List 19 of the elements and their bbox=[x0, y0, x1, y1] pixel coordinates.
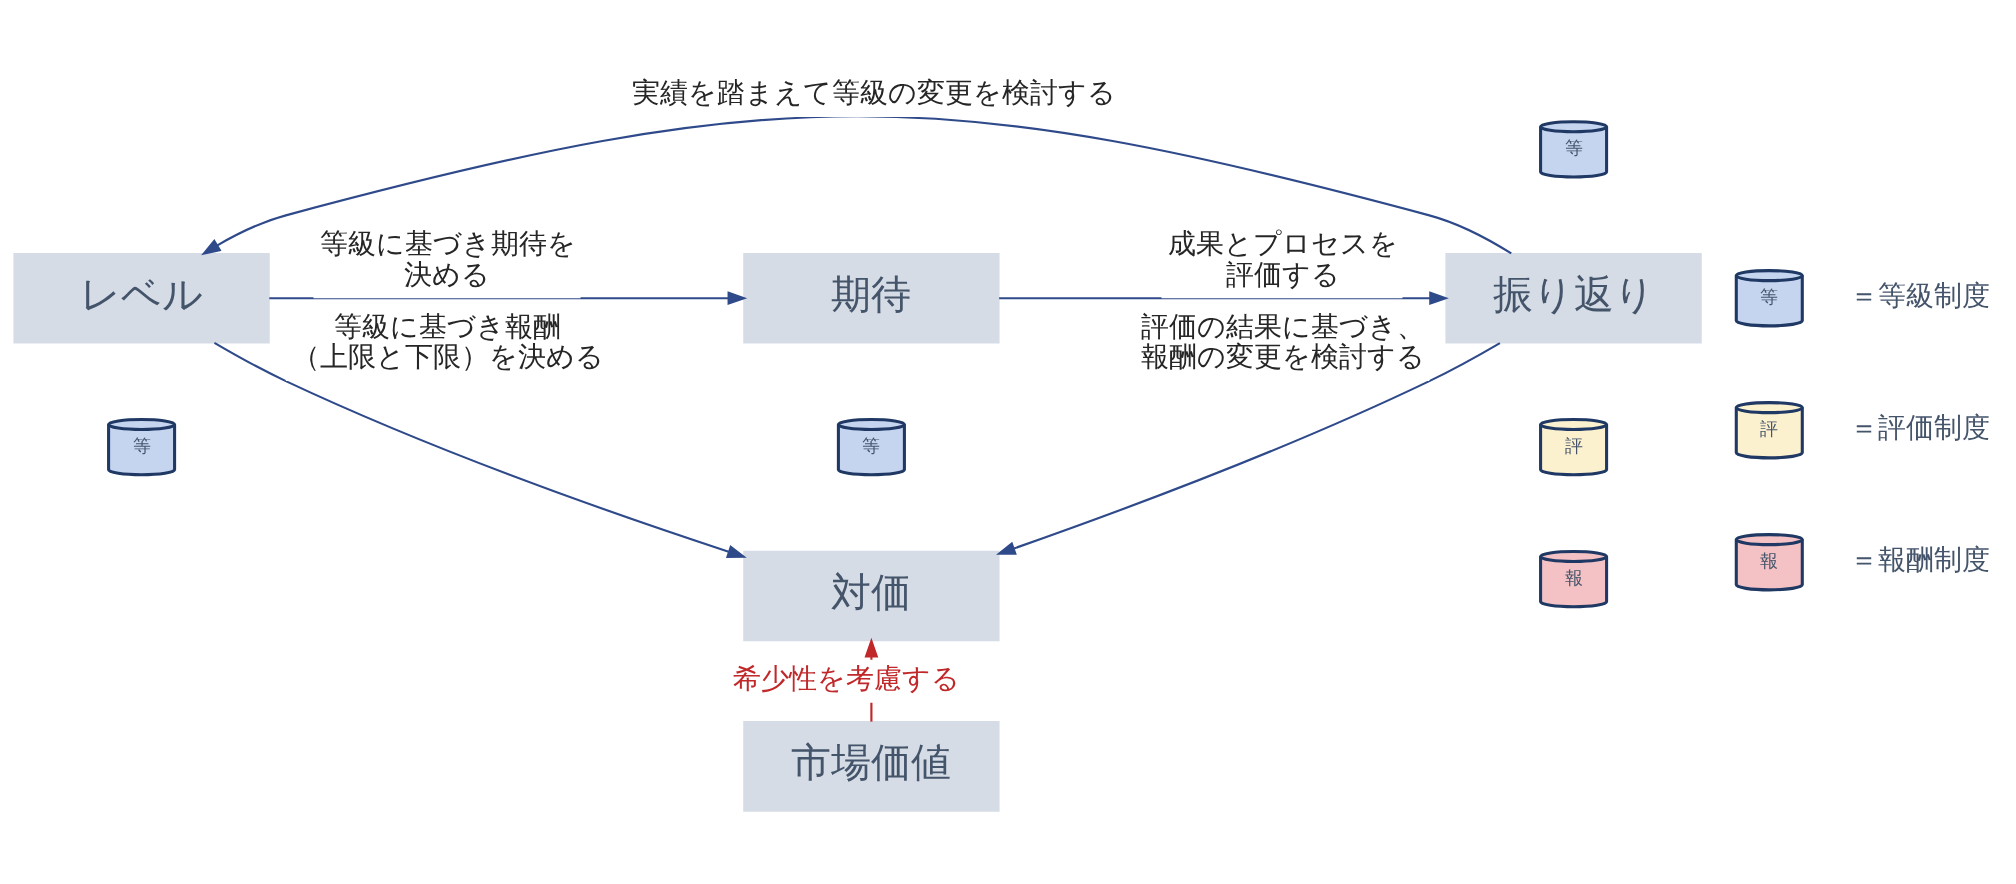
node-box: レベル bbox=[13, 252, 270, 343]
arrow bbox=[269, 290, 748, 305]
edge-label: 実績を踏まえて等級の変更を検討する bbox=[631, 75, 1116, 109]
arrow bbox=[213, 341, 747, 558]
node-box: 市場価値 bbox=[743, 720, 1000, 812]
node-box: 対価 bbox=[743, 550, 1000, 641]
legend-label: ＝報酬制度 bbox=[1849, 542, 1990, 576]
arrow bbox=[201, 114, 1512, 255]
legend-label: ＝評価制度 bbox=[1849, 410, 1990, 444]
node-box: 振り返り bbox=[1445, 252, 1702, 343]
edge-label: 評価の結果に基づき、報酬の変更を検討する bbox=[1140, 309, 1425, 373]
node-box: 期待 bbox=[743, 252, 1000, 343]
edge-label: 等級に基づき期待を決める bbox=[319, 226, 576, 290]
edge-label: 成果とプロセスを評価する bbox=[1168, 226, 1399, 290]
edge-label: 等級に基づき報酬（上限と下限）を決める bbox=[292, 309, 604, 373]
arrow bbox=[995, 341, 1501, 555]
arrow bbox=[999, 290, 1449, 305]
edge-label: 希少性を考慮する bbox=[733, 661, 961, 695]
legend-label: ＝等級制度 bbox=[1849, 278, 1990, 312]
